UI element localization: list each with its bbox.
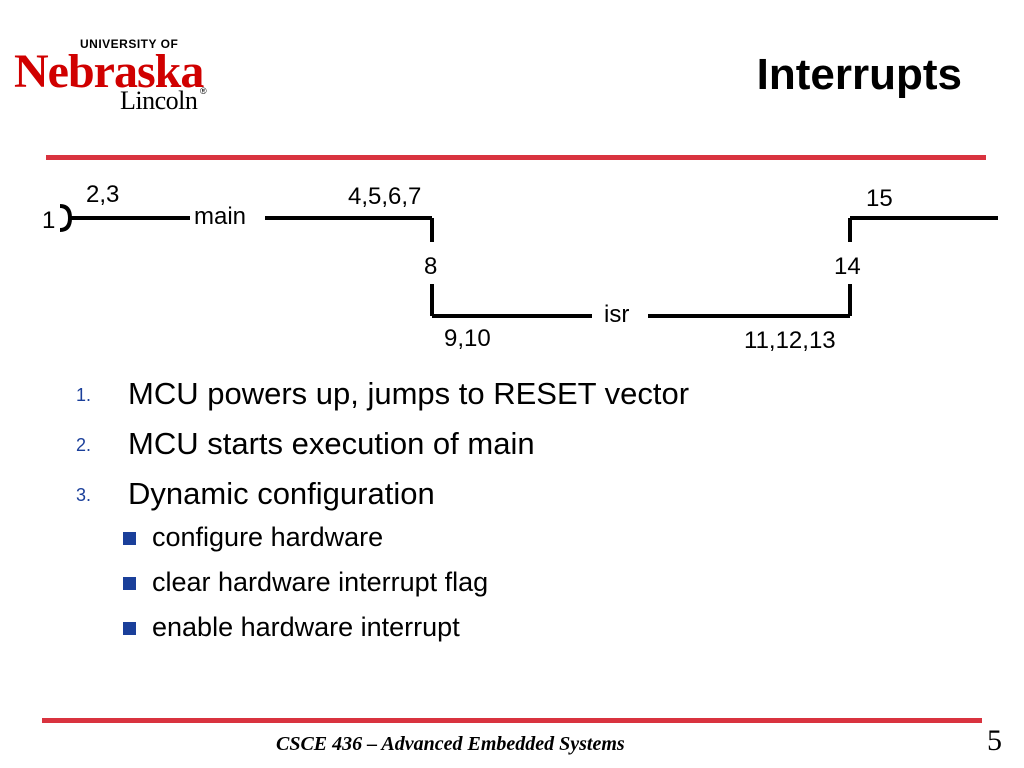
label-step-14: 14 bbox=[834, 253, 861, 280]
step-number: 1. bbox=[76, 385, 92, 405]
label-steps-2-3: 2,3 bbox=[86, 181, 119, 208]
label-steps-11-13: 11,12,13 bbox=[744, 327, 836, 354]
square-bullet-icon bbox=[123, 577, 136, 590]
logo-nebraska: Nebraska bbox=[14, 45, 204, 98]
square-bullet-icon bbox=[123, 622, 136, 635]
course-title: CSCE 436 – Advanced Embedded Systems bbox=[276, 733, 625, 755]
page-number: 5 bbox=[987, 724, 1002, 757]
step-number: 3. bbox=[76, 485, 92, 505]
label-step-15: 15 bbox=[866, 185, 893, 212]
logo-lincoln: Lincoln bbox=[120, 86, 198, 115]
substep-text: enable hardware interrupt bbox=[152, 612, 460, 642]
step-number: 2. bbox=[76, 435, 92, 455]
university-logo: UNIVERSITY OF Nebraska Lincoln ® bbox=[12, 30, 212, 115]
logo-university-of: UNIVERSITY OF bbox=[80, 37, 179, 51]
steps-list: 1. MCU powers up, jumps to RESET vector … bbox=[0, 372, 1000, 672]
label-step-1: 1 bbox=[42, 207, 55, 234]
step-text: Dynamic configuration bbox=[128, 476, 435, 511]
top-divider bbox=[46, 155, 986, 160]
label-steps-4-7: 4,5,6,7 bbox=[348, 183, 421, 210]
label-isr: isr bbox=[604, 301, 629, 328]
label-step-8: 8 bbox=[424, 253, 437, 280]
step-text: MCU starts execution of main bbox=[128, 426, 535, 461]
slide-title: Interrupts bbox=[756, 50, 962, 99]
power-up-bracket bbox=[59, 204, 73, 232]
substep-text: clear hardware interrupt flag bbox=[152, 567, 489, 597]
label-steps-9-10: 9,10 bbox=[444, 325, 491, 352]
step-text: MCU powers up, jumps to RESET vector bbox=[128, 376, 690, 411]
label-main: main bbox=[194, 203, 246, 230]
logo-registered-mark: ® bbox=[200, 86, 207, 96]
bottom-divider bbox=[42, 718, 982, 723]
substep-text: configure hardware bbox=[152, 522, 384, 552]
square-bullet-icon bbox=[123, 532, 136, 545]
interrupt-flow-diagram: 1 2,3 main 4,5,6,7 8 9,10 isr 11,12,13 1… bbox=[42, 181, 998, 354]
